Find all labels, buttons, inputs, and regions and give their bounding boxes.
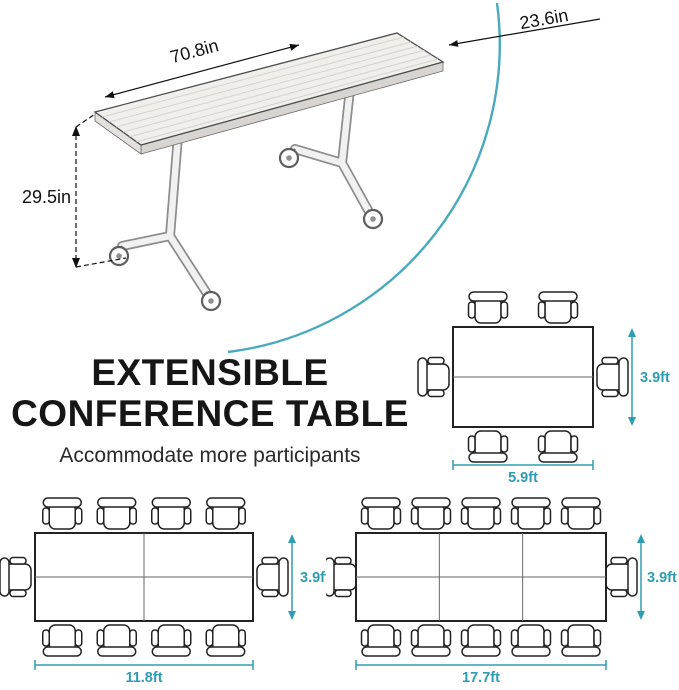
layout-diagram-double: 3.9ft 11.8ft <box>0 486 336 690</box>
chair-icon <box>360 624 402 657</box>
chair-icon <box>96 624 137 657</box>
headline-subtitle: Accommodate more participants <box>59 443 361 467</box>
chair-icon <box>410 497 452 530</box>
chair-icon <box>256 556 289 598</box>
chair-icon <box>360 497 402 530</box>
headline-line2: CONFERENCE TABLE <box>11 393 409 435</box>
hero-illustration: 70.8in 23.6in 29.5in <box>22 2 601 354</box>
chair-icon <box>560 624 602 657</box>
caster-wheel-icon <box>200 290 222 312</box>
chair-icon <box>151 624 192 657</box>
wood-grain <box>101 36 439 143</box>
chair-icon <box>537 430 579 463</box>
headline-line1: EXTENSIBLE <box>91 352 329 393</box>
table-legs <box>117 84 373 297</box>
tabletop <box>93 32 445 155</box>
layout-diagram-single: 3.9ft 5.9ft <box>412 283 676 492</box>
depth-dimension-label: 3.9ft <box>640 370 670 386</box>
length-dimension-label: 11.8ft <box>125 670 162 686</box>
chair-icon <box>596 356 629 398</box>
depth-dimension-label: 3.9ft <box>300 570 330 586</box>
chair-icon <box>537 291 579 324</box>
layout-diagram-triple: 3.9ft 17.7ft <box>324 486 679 690</box>
chair-icon <box>324 556 357 598</box>
chair-icon <box>467 430 509 463</box>
chair-icon <box>42 497 83 530</box>
chair-icon <box>417 356 450 398</box>
chair-icon <box>560 497 602 530</box>
chair-icon <box>205 624 246 657</box>
length-dimension-label: 70.8in <box>168 35 221 67</box>
width-dimension: 23.6in <box>448 5 601 47</box>
chair-icon <box>510 624 552 657</box>
width-dimension-label: 23.6in <box>518 5 570 33</box>
chair-icon <box>151 497 192 530</box>
height-dimension-label: 29.5in <box>22 187 71 207</box>
caster-wheel-icon <box>362 208 384 230</box>
caster-wheel-icon <box>278 147 300 169</box>
length-dimension-label: 5.9ft <box>508 470 538 486</box>
chair-icon <box>460 624 502 657</box>
chair-icon <box>467 291 509 324</box>
chair-icon <box>605 556 638 598</box>
chair-icon <box>42 624 83 657</box>
chair-icon <box>96 497 137 530</box>
headline-block: EXTENSIBLE CONFERENCE TABLE Accommodate … <box>2 352 418 468</box>
chair-icon <box>460 497 502 530</box>
length-dimension-label: 17.7ft <box>462 670 500 686</box>
caster-wheel-icon <box>108 245 130 267</box>
chair-icon <box>0 556 32 598</box>
depth-dimension-label: 3.9ft <box>647 570 677 586</box>
decorative-arc <box>227 2 501 354</box>
chair-icon <box>205 497 246 530</box>
chair-icon <box>510 497 552 530</box>
chair-icon <box>410 624 452 657</box>
height-dimension: 29.5in <box>22 113 127 268</box>
